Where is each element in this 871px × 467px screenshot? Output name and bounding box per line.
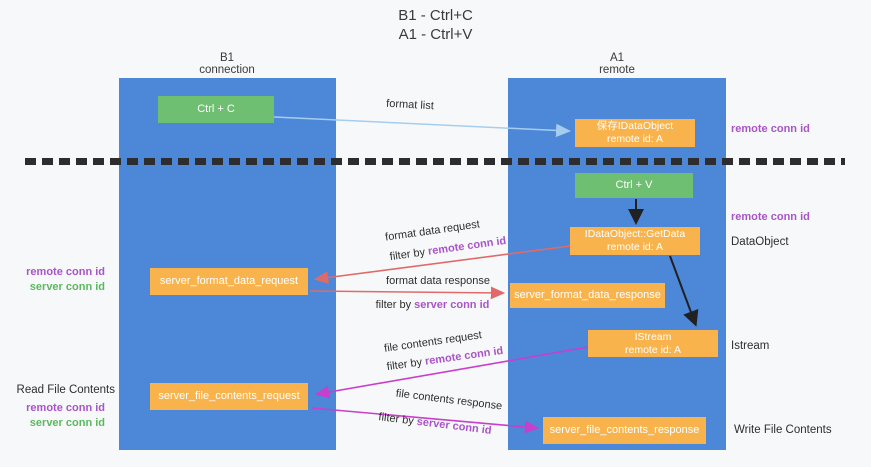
server-file-contents-response-node: server_file_contents_response (543, 417, 706, 444)
left-server-conn-id-bottom: server conn id (29, 417, 105, 429)
server-file-contents-response-label: server_file_contents_response (549, 424, 700, 436)
left-remote-conn-id-bottom: remote conn id (26, 402, 105, 414)
title-line-1: B1 - Ctrl+C (398, 7, 473, 24)
istream-line2: remote id: A (624, 343, 682, 356)
right-write-file-contents-label: Write File Contents (734, 424, 832, 436)
idataobject-getdata-node: IDataObject::GetData remote id: A (570, 227, 700, 255)
server-conn-id-text: server conn id (416, 415, 493, 437)
server-conn-id-text: server conn id (414, 299, 490, 311)
diagram-title: B1 - Ctrl+C A1 - Ctrl+V (0, 6, 871, 44)
ctrl-v-label: Ctrl + V (615, 179, 653, 191)
getdata-line2: remote id: A (606, 241, 664, 253)
left-read-file-contents-label: Read File Contents (16, 384, 115, 396)
right-remote-conn-id-top: remote conn id (731, 123, 810, 135)
ctrl-v-node: Ctrl + V (575, 173, 693, 198)
file-contents-response-label: file contents response (395, 387, 503, 413)
left-remote-conn-id-top: remote conn id (26, 266, 105, 278)
ctrl-c-node: Ctrl + C (158, 96, 274, 123)
title-line-2: A1 - Ctrl+V (398, 26, 473, 43)
right-dataobject-label: DataObject (731, 236, 789, 248)
right-remote-conn-id-mid: remote conn id (731, 211, 810, 223)
format-data-response-label: format data response (386, 275, 490, 287)
right-column-header: A1 remote (557, 52, 677, 76)
server-file-contents-request-node: server_file_contents_request (150, 383, 308, 410)
istream-node: IStream remote id: A (588, 330, 718, 357)
remote-conn-id-text: remote conn id (427, 234, 507, 258)
getdata-line1: IDataObject::GetData (584, 228, 686, 240)
filter-by-text: filter by (375, 299, 412, 311)
filter-by-text: filter by (386, 356, 423, 374)
right-column-role: remote (599, 64, 635, 76)
dashed-separator-line (25, 158, 845, 165)
left-server-conn-id-top: server conn id (29, 281, 105, 293)
save-idataobject-line1: 保存IDataObject (596, 120, 674, 132)
right-column-name: A1 (609, 52, 625, 64)
istream-line1: IStream (634, 330, 672, 343)
format-data-response-filter-label: filter by server conn id (375, 299, 490, 311)
filter-by-text: filter by (377, 411, 415, 428)
file-contents-response-filter-label: filter by server conn id (375, 411, 496, 438)
format-data-response-arrow (309, 286, 506, 300)
save-idataobject-line2: remote id: A (606, 133, 664, 145)
save-idataobject-node: 保存IDataObject remote id: A (575, 119, 695, 147)
server-format-data-response-label: server_format_data_response (514, 289, 661, 301)
server-format-data-request-node: server_format_data_request (150, 268, 308, 295)
right-istream-label: Istream (731, 340, 770, 352)
left-column-name: B1 (219, 52, 235, 64)
left-column-role: connection (199, 64, 255, 76)
remote-conn-id-text: remote conn id (424, 344, 504, 368)
left-column-header: B1 connection (167, 52, 287, 76)
format-list-label: format list (385, 97, 435, 113)
server-file-contents-request-label: server_file_contents_request (158, 390, 300, 402)
ctrl-c-label: Ctrl + C (197, 103, 235, 115)
server-format-data-response-node: server_format_data_response (510, 283, 665, 308)
filter-by-text: filter by (389, 246, 426, 264)
server-format-data-request-label: server_format_data_request (159, 275, 299, 287)
